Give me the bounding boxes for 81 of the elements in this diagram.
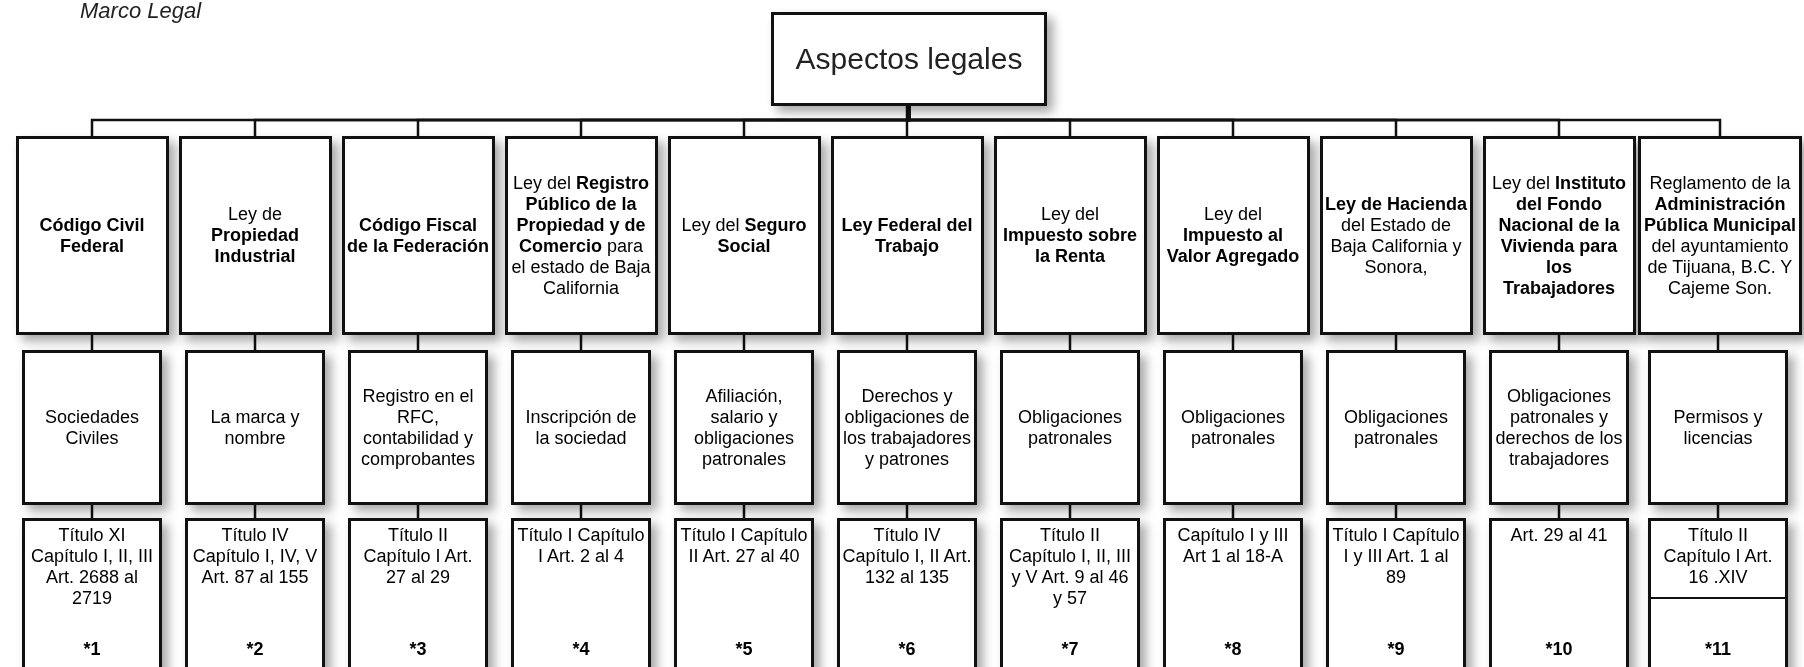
footnote-mark: *4: [571, 639, 591, 660]
box-text: Capítulo I y III Art 1 al 18-A: [1176, 525, 1290, 567]
footnote-mark: *2: [245, 639, 265, 660]
topic-box: [511, 350, 651, 505]
law-box: [1156, 136, 1310, 335]
law-box: [341, 136, 495, 335]
footnote-mark: *11: [1703, 639, 1732, 660]
box-text: La marca y nombre: [209, 406, 301, 449]
law-box: [178, 136, 332, 335]
connector-line: [905, 106, 909, 136]
box-text: Código Fiscal de la Federación: [345, 214, 491, 257]
topic-box: [1000, 350, 1140, 505]
box-text: Ley del Impuesto sobre la Renta: [1002, 204, 1138, 267]
article-box: [1326, 518, 1466, 667]
footnote-mark: *6: [897, 639, 917, 660]
law-box: [993, 136, 1147, 335]
law-box: [1638, 136, 1802, 335]
box-text: Permisos y licencias: [1672, 406, 1764, 449]
title-text: Aspectos legales: [794, 42, 1024, 76]
footnote-mark: *1: [82, 639, 102, 660]
topic-box: [837, 350, 977, 505]
box-text: Ley de Hacienda del Estado de Baja California y Sonora,: [1323, 193, 1469, 278]
box-text: Título I Capítulo II Art. 27 al 40: [679, 525, 809, 567]
box-text: Obligaciones patronales y derechos de los trabajadores: [1494, 385, 1624, 470]
law-box: [1319, 136, 1473, 335]
law-box: [667, 136, 821, 335]
topic-box: [1163, 350, 1303, 505]
box-text: Título I Capítulo I Art. 2 al 4: [516, 525, 646, 567]
law-box: [830, 136, 984, 335]
diagram-title: Marco Legal: [80, 0, 202, 24]
topic-box: [674, 350, 814, 505]
topic-box: [1648, 350, 1788, 505]
box-text: Ley de Propiedad Industrial: [210, 204, 300, 267]
box-text: Título II Capítulo I, II, III y V Art. 9 al 46 y 57: [1007, 525, 1133, 609]
article-box: [348, 518, 488, 667]
article-box: [837, 518, 977, 667]
box-text: Registro en el RFC, contabilidad y comprobantes: [359, 385, 477, 470]
footnote-mark: *8: [1223, 639, 1243, 660]
footnote-mark: *9: [1386, 639, 1406, 660]
title-box: [771, 12, 1047, 106]
box-text: Ley Federal del Trabajo: [840, 214, 974, 257]
box-text: Título IV Capítulo I, II Art. 132 al 135: [841, 525, 973, 588]
box-text: Título XI Capítulo I, II, III Art. 2688 al 2719: [29, 525, 155, 609]
box-text: Título IV Capítulo I, IV, V Art. 87 al 155: [191, 525, 319, 588]
article-box: [1163, 518, 1303, 667]
article-box: [22, 518, 162, 667]
box-text: Ley del Instituto del Fondo Nacional de la Vivienda para los Trabajadores: [1491, 172, 1627, 299]
box-text: Derechos y obligaciones de los trabajadores y patrones: [841, 385, 973, 470]
box-text: Título II Capítulo I Art. 27 al 29: [362, 525, 474, 588]
box-text: Afiliación, salario y obligaciones patronales: [692, 385, 796, 470]
law-box: [1482, 136, 1636, 335]
topic-box: [1326, 350, 1466, 505]
article-box: [674, 518, 814, 667]
box-text: Código Civil Federal: [38, 214, 146, 257]
footnote-mark: *3: [408, 639, 428, 660]
box-text: Ley del Seguro Social: [680, 214, 808, 257]
box-text: Obligaciones patronales: [1179, 406, 1287, 449]
box-text: Título II Capítulo I Art. 16 .XIV: [1662, 525, 1774, 588]
law-box: [504, 136, 658, 335]
article-box: [1648, 518, 1788, 667]
article-box: [511, 518, 651, 667]
box-text: Art. 29 al 41: [1509, 525, 1609, 546]
topic-box: [1489, 350, 1629, 505]
article-box: [185, 518, 325, 667]
footnote-mark: *5: [734, 639, 754, 660]
article-box: [1489, 518, 1629, 667]
box-text: Título I Capítulo I y III Art. 1 al 89: [1331, 525, 1461, 588]
topic-box: [185, 350, 325, 505]
topic-box: [348, 350, 488, 505]
box-text: Ley del Registro Público de la Propiedad y de Comercio para el estado de Baja California: [510, 172, 652, 299]
box-text: Ley del Impuesto al Valor Agregado: [1165, 204, 1301, 267]
topic-box: [22, 350, 162, 505]
footnote-mark: *7: [1060, 639, 1080, 660]
footnote-mark: *10: [1544, 639, 1574, 660]
box-text: Obligaciones patronales: [1342, 406, 1450, 449]
box-text: Inscripción de la sociedad: [524, 406, 638, 449]
article-box: [1000, 518, 1140, 667]
law-box: [15, 136, 169, 335]
box-text: Reglamento de la Administración Pública Municipal del ayuntamiento de Tijuana, B.C. Y Cajeme Son.: [1643, 172, 1797, 299]
box-text: Sociedades Civiles: [43, 406, 141, 449]
box-text: Obligaciones patronales: [1016, 406, 1124, 449]
